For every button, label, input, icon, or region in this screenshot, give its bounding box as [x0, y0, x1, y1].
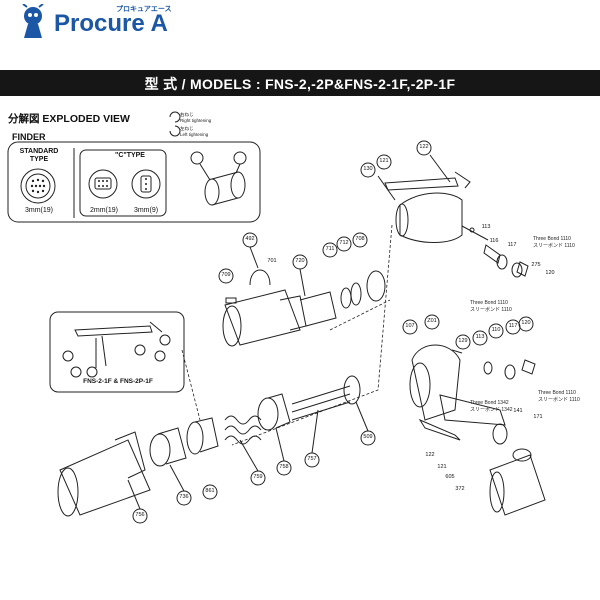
- part-label: 275: [531, 262, 541, 268]
- part-label: 759: [253, 474, 263, 480]
- c-size-1-label: 2mm(19): [89, 207, 118, 214]
- part-label: 171: [533, 414, 543, 420]
- part-label: 372: [455, 486, 465, 492]
- valve-assembly-drawing: [402, 314, 546, 516]
- finder-box: [7, 141, 261, 223]
- inset-caption: FNS-2-1F & FNS-2P-1F: [83, 378, 153, 385]
- c-type-label: "C"TYPE: [115, 152, 145, 159]
- part-label: 121: [379, 158, 389, 164]
- c-size-2-label: 3mm(9): [133, 207, 159, 214]
- tube-assembly-drawing: [57, 375, 376, 524]
- inset-drawing: [62, 321, 171, 378]
- part-label: 121: [437, 464, 447, 470]
- part-label: 122: [419, 144, 429, 150]
- exploded-view-header: 分解図 EXPLODED VIEW: [8, 113, 130, 125]
- head-assembly-drawing: [360, 140, 529, 278]
- models-banner-text: 型 式 / MODELS : FNS-2,-2P&FNS-2-1F,-2P-1F: [144, 76, 456, 92]
- part-label: 130: [363, 166, 373, 172]
- part-label: 122: [425, 452, 435, 458]
- mascot-icon: [22, 4, 44, 38]
- part-label: 113: [475, 334, 485, 340]
- part-label: 756: [135, 512, 145, 518]
- brand-kana: プロキュアエース: [116, 6, 172, 13]
- part-label: 120: [521, 320, 531, 326]
- middle-assembly-drawing: [218, 232, 386, 347]
- finder-sleeve-drawing: [190, 151, 247, 206]
- part-label: 113: [481, 224, 491, 230]
- part-label: 861: [205, 488, 215, 494]
- part-label: 141: [513, 408, 523, 414]
- part-label: 736: [179, 494, 189, 500]
- standard-type-label: STANDARD TYPE: [19, 148, 59, 163]
- part-label: 709: [221, 272, 231, 278]
- part-label: 129: [458, 338, 468, 344]
- brand-logo: プロキュアエース Procure A: [16, 4, 196, 42]
- part-label: 758: [279, 464, 289, 470]
- brand-name: Procure A: [54, 10, 168, 37]
- part-label: 708: [355, 236, 365, 242]
- standard-size-label: 3mm(19): [24, 207, 53, 214]
- models-banner: 型 式 / MODELS : FNS-2,-2P&FNS-2-1F,-2P-1F: [0, 70, 600, 96]
- part-label: 492: [245, 236, 255, 242]
- part-label: 720: [295, 258, 305, 264]
- part-label: 120: [545, 270, 555, 276]
- part-label: 509: [363, 434, 373, 440]
- part-label: Z01: [427, 318, 437, 324]
- inset-box: [49, 311, 185, 393]
- part-label: 116: [489, 238, 499, 244]
- finder-c-type-drawing: [88, 169, 161, 199]
- part-label: 711: [325, 246, 335, 252]
- finder-standard-drawing: [20, 168, 56, 204]
- part-label: 107: [405, 323, 415, 329]
- part-label: 117: [507, 242, 517, 248]
- part-label: 605: [445, 474, 455, 480]
- part-label: 757: [307, 456, 317, 462]
- part-label: 110: [491, 327, 501, 333]
- part-label: 712: [339, 240, 349, 246]
- part-label: 701: [267, 258, 277, 264]
- part-label: 117: [508, 323, 518, 329]
- finder-label: FINDER: [12, 132, 46, 142]
